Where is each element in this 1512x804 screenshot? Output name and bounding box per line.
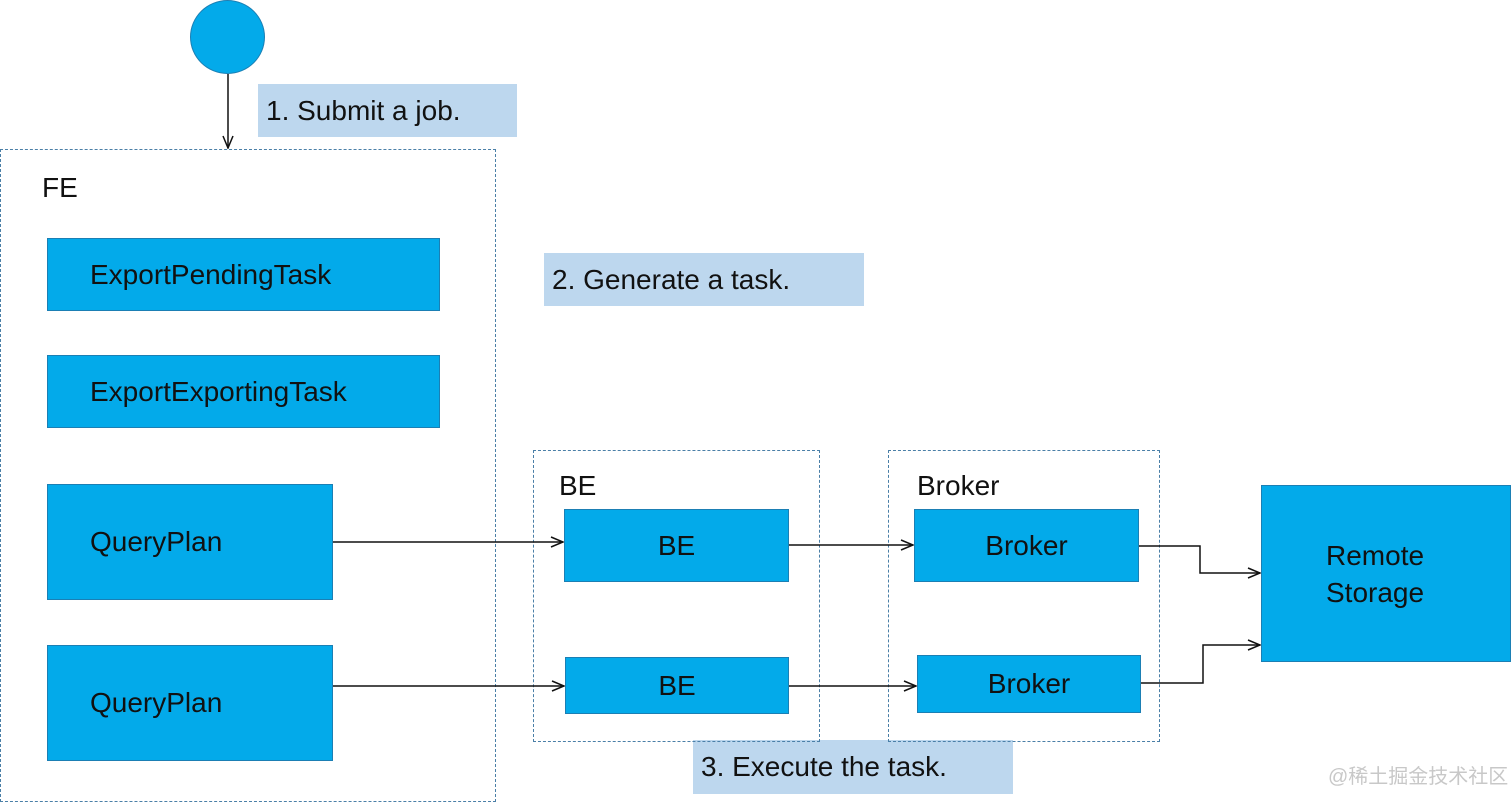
broker-box-2: Broker	[917, 655, 1141, 713]
fe-group	[0, 149, 496, 802]
be-group	[533, 450, 820, 742]
be-label-1: BE	[657, 529, 696, 561]
broker-group	[888, 450, 1160, 742]
broker-label-2: Broker	[987, 668, 1071, 699]
broker-box-1: Broker	[914, 509, 1139, 582]
broker-group-label: Broker	[917, 470, 1000, 501]
be-group-label: BE	[559, 470, 597, 501]
note-generate-text: 2. Generate a task.	[552, 263, 791, 295]
be-label-2: BE	[658, 669, 696, 701]
remote-storage-line2: Storage	[1326, 576, 1425, 608]
remote-storage-line1: Remote	[1326, 539, 1425, 571]
watermark: @稀土掘金技术社区	[1328, 766, 1509, 788]
note-execute-text: 3. Execute the task.	[701, 751, 947, 782]
export-pending-task-box: ExportPendingTask	[47, 238, 440, 311]
export-pending-task-label: ExportPendingTask	[90, 258, 332, 290]
export-exporting-task-label: ExportExportingTask	[90, 375, 347, 407]
note-submit-text: 1. Submit a job.	[266, 94, 461, 126]
broker-label-1: Broker	[985, 529, 1068, 561]
query-plan-label-2: QueryPlan	[90, 687, 223, 718]
export-exporting-task-box: ExportExportingTask	[47, 355, 440, 428]
query-plan-box-2: QueryPlan	[47, 645, 333, 761]
query-plan-label-1: QueryPlan	[90, 526, 223, 557]
be-box-2: BE	[565, 657, 789, 714]
note-generate-task: 2. Generate a task.	[544, 253, 864, 306]
start-node	[190, 0, 265, 74]
note-submit-job: 1. Submit a job.	[258, 84, 517, 137]
fe-group-label: FE	[42, 172, 78, 203]
note-execute-task: 3. Execute the task.	[693, 740, 1013, 794]
remote-storage-box: Remote Storage	[1261, 485, 1511, 662]
be-box-1: BE	[564, 509, 789, 582]
query-plan-box-1: QueryPlan	[47, 484, 333, 600]
